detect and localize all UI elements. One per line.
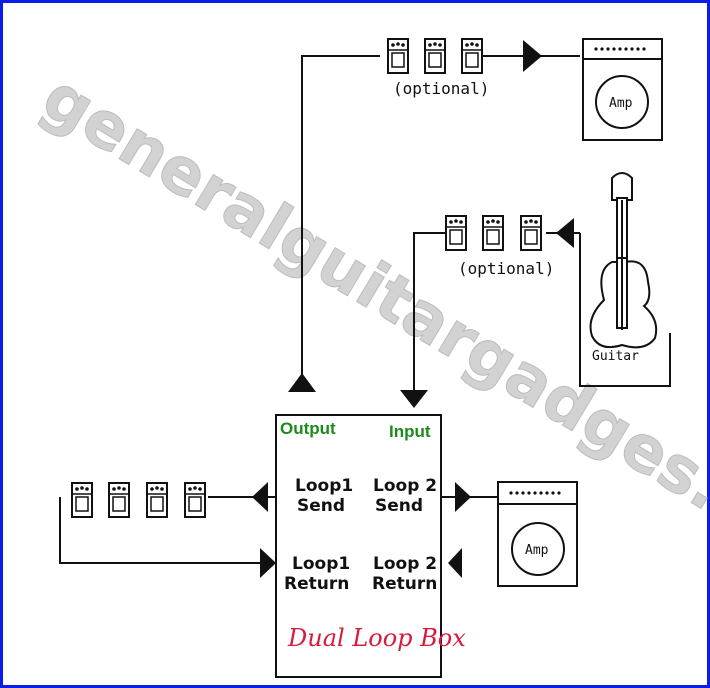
pedal-chain-top <box>387 38 483 74</box>
amp-label-top: Amp <box>609 96 633 111</box>
pedal-icon <box>482 215 504 251</box>
arrow-right-icon <box>260 548 276 578</box>
output-jack-label: Output <box>280 419 336 438</box>
loop1-return-label: Loop1 <box>292 554 350 574</box>
arrow-right-icon <box>455 482 471 512</box>
dual-loop-box <box>275 414 442 678</box>
guitar-label: Guitar <box>592 349 639 364</box>
loop2-return-label-2: Return <box>372 574 437 594</box>
optional-label-mid: (optional) <box>458 259 554 278</box>
speaker-icon <box>511 522 565 576</box>
pedal-icon <box>387 38 409 74</box>
guitar-icon <box>589 172 658 349</box>
pedal-icon <box>461 38 483 74</box>
input-jack-label: Input <box>389 422 431 441</box>
arrow-left-icon <box>556 218 574 248</box>
box-title: Dual Loop Box <box>287 624 466 652</box>
loop2-send-label: Loop 2 <box>373 476 437 496</box>
arrow-up-icon <box>288 373 316 392</box>
pedal-icon <box>445 215 467 251</box>
pedal-icon <box>71 482 93 518</box>
speaker-icon <box>595 75 649 129</box>
pedal-icon <box>184 482 206 518</box>
amp-top <box>582 38 663 141</box>
pedal-chain-loop1 <box>71 482 206 518</box>
loop1-send-label: Loop1 <box>295 476 353 496</box>
amp-knobs <box>509 491 561 495</box>
pedal-chain-guitar <box>445 215 542 251</box>
loop2-send-label-2: Send <box>375 496 423 516</box>
loop2-return-label: Loop 2 <box>373 554 437 574</box>
amp-label-bottom: Amp <box>525 543 549 558</box>
optional-label-top: (optional) <box>393 79 489 98</box>
pedal-icon <box>108 482 130 518</box>
arrow-left-icon <box>252 482 268 512</box>
amp-knobs <box>594 47 646 51</box>
arrow-right-icon <box>523 40 542 72</box>
amp-bottom <box>497 481 578 587</box>
pedal-icon <box>424 38 446 74</box>
pedal-icon <box>146 482 168 518</box>
pedal-icon <box>520 215 542 251</box>
arrow-left-icon <box>448 548 462 578</box>
loop1-send-label-2: Send <box>297 496 345 516</box>
loop1-return-label-2: Return <box>284 574 349 594</box>
arrow-down-icon <box>400 390 428 408</box>
